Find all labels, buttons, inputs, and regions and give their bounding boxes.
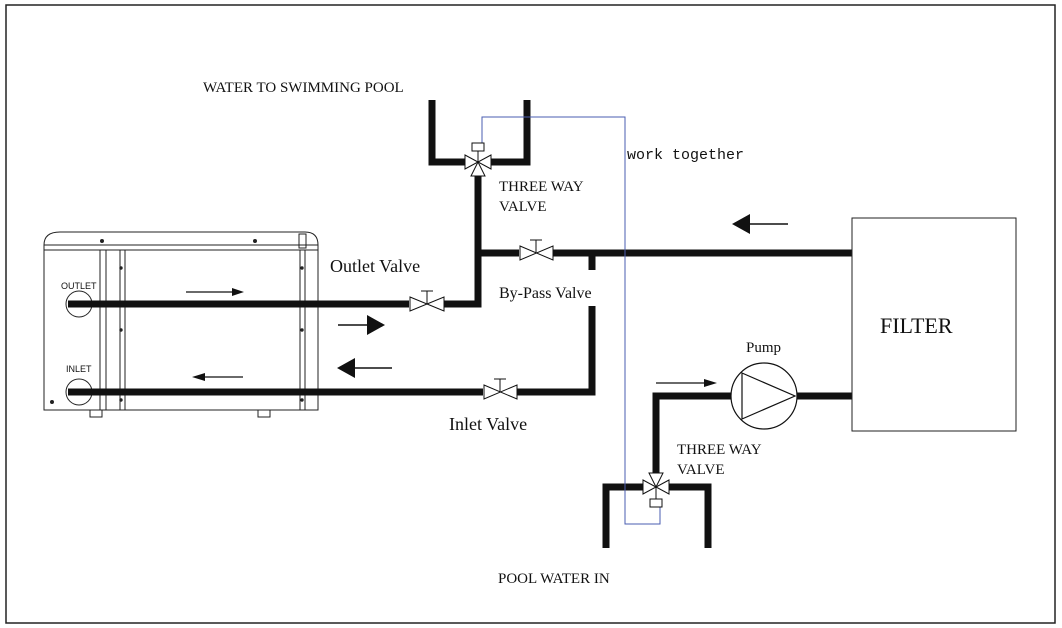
outlet-pipe: [68, 168, 482, 308]
inlet-pipe: [68, 306, 596, 396]
inlet-valve-icon: [483, 378, 518, 400]
flow-arrow-icon: [192, 373, 243, 381]
outlet-valve-label: Outlet Valve: [330, 256, 420, 276]
work-together-label: work together: [627, 147, 744, 164]
diagram-frame: [5, 4, 1056, 624]
pool-return-pipe: [428, 100, 531, 166]
bypass-valve-icon: [519, 239, 554, 261]
outlet-valve-icon: [409, 290, 445, 312]
outlet-port-label: OUTLET: [61, 281, 97, 291]
control-link-line: [481, 116, 661, 525]
flow-arrow-icon: [337, 358, 392, 378]
three-way-valve-top-label-1: THREE WAY: [499, 179, 584, 195]
three-way-valve-top-label-2: VALVE: [499, 199, 547, 215]
filter-label: FILTER: [880, 313, 953, 338]
inlet-port-label: INLET: [66, 364, 92, 374]
pump-label: Pump: [746, 340, 781, 356]
bypass-valve-label: By-Pass Valve: [499, 285, 592, 302]
filter-box: [851, 217, 1017, 432]
flow-arrow-icon: [732, 214, 788, 234]
heat-pump-unit: [43, 231, 319, 418]
flow-arrow-icon: [186, 288, 244, 296]
pump-suction-pipe: [652, 392, 732, 484]
inlet-valve-label: Inlet Valve: [449, 414, 527, 434]
three-way-valve-bottom-label-1: THREE WAY: [677, 442, 762, 458]
pool-water-in-label: POOL WATER IN: [498, 571, 610, 587]
three-way-valve-top-icon: [464, 142, 492, 177]
flow-arrow-icon: [656, 379, 717, 387]
flow-arrow-icon: [338, 315, 385, 335]
pool-intake-pipe: [602, 483, 712, 548]
water-to-pool-label: WATER TO SWIMMING POOL: [203, 80, 404, 96]
pump-icon: [730, 362, 798, 430]
three-way-valve-bottom-icon: [642, 472, 670, 508]
flow-arrows: [186, 214, 788, 387]
three-way-valve-bottom-label-2: VALVE: [677, 462, 725, 478]
